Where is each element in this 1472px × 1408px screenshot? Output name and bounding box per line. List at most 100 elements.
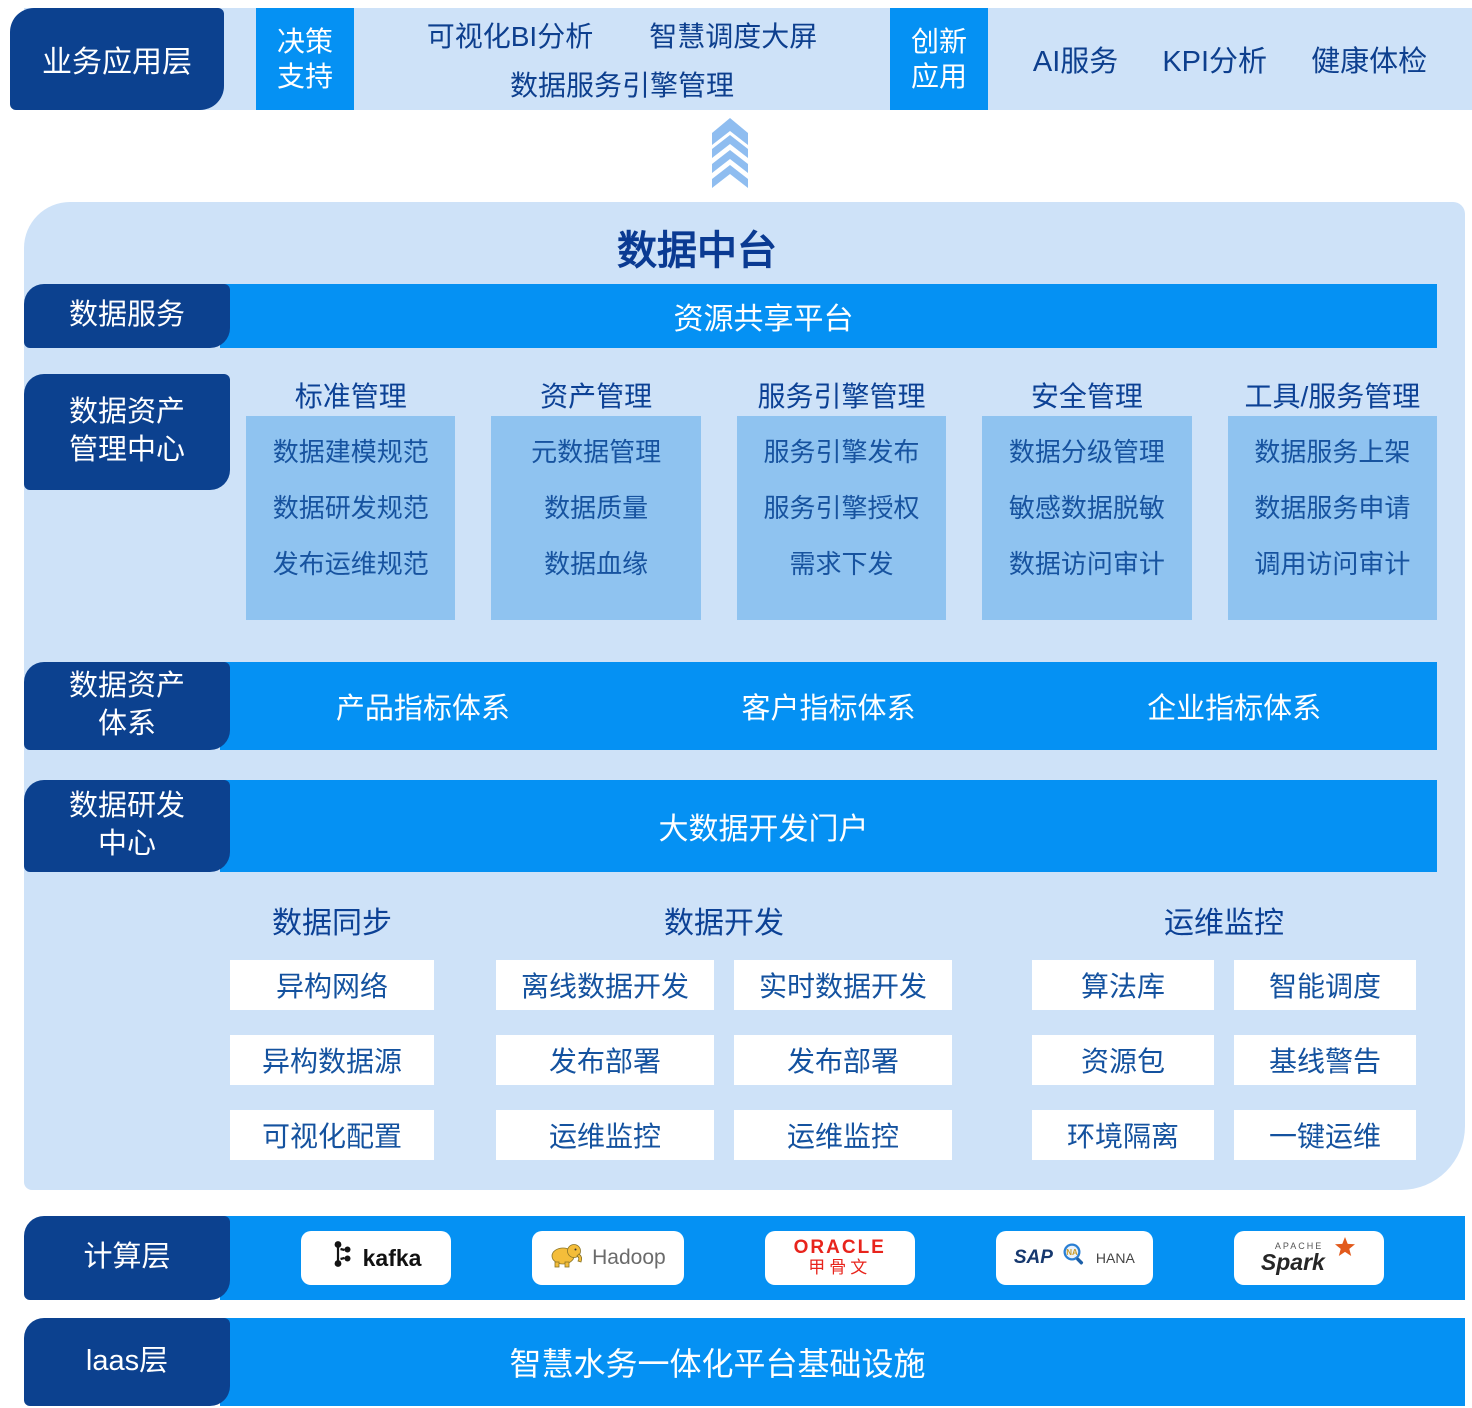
decision-item-dashboard: 智慧调度大屏: [649, 20, 818, 52]
bar-indicator-systems: 产品指标体系 客户指标体系 企业指标体系: [220, 662, 1437, 750]
spark-logo-text: Spark: [1260, 1249, 1325, 1275]
bar-compute-logos: kafka Hadoop ORACLE 甲: [220, 1216, 1465, 1300]
innovation-item-health: 健康体检: [1311, 46, 1428, 78]
magnifier-icon: NA: [1061, 1241, 1088, 1276]
column-box: 数据建模规范 数据研发规范 发布运维规范: [246, 416, 456, 620]
decision-item-engine: 数据服务引擎管理: [509, 69, 734, 101]
column-item: 发布运维规范: [272, 549, 429, 579]
dev-item: 可视化配置: [230, 1110, 434, 1160]
business-layer-strip: 业务应用层 决策 支持 可视化BI分析 智慧调度大屏 数据服务引擎管理 创新 应…: [10, 8, 1472, 110]
innovation-item-ai: AI服务: [1032, 46, 1119, 78]
group-header: 数据开发: [664, 907, 784, 940]
group-ops-monitor: 运维监控 算法库 资源包 环境隔离 智能调度 基线警告 一键运维: [1032, 898, 1416, 1160]
column-item: 数据访问审计: [1008, 549, 1165, 579]
spark-star-icon: [1333, 1234, 1357, 1268]
oracle-logo-text: ORACLE: [793, 1237, 886, 1259]
column-item: 数据建模规范: [272, 437, 429, 467]
row-asset-system: 数据资产 体系 产品指标体系 客户指标体系 企业指标体系: [24, 662, 1465, 750]
tag-decision-line1: 决策: [276, 26, 333, 57]
tag-decision-line2: 支持: [276, 61, 333, 92]
column-item: 数据质量: [544, 493, 649, 523]
asset-center-label-line2: 管理中心: [68, 434, 185, 466]
column-header: 工具/服务管理: [1244, 381, 1421, 412]
dev-item: 运维监控: [496, 1110, 714, 1160]
row-label-dev-center: 数据研发 中心: [24, 780, 230, 872]
bar-resource-sharing: 资源共享平台: [220, 284, 1437, 348]
decision-items: 可视化BI分析 智慧调度大屏 数据服务引擎管理: [354, 15, 890, 104]
oracle-logo-cn-text: 甲骨文: [808, 1258, 872, 1278]
dev-center-label-line2: 中心: [97, 828, 156, 860]
column-item: 服务引擎发布: [763, 437, 920, 467]
tag-innovation-line2: 应用: [910, 61, 967, 92]
row-label-asset-center: 数据资产 管理中心: [24, 374, 230, 490]
dev-center-label-line1: 数据研发: [68, 790, 185, 823]
kafka-logo-text: kafka: [362, 1244, 422, 1271]
asset-system-label-line1: 数据资产: [68, 670, 185, 703]
dev-item: 资源包: [1032, 1035, 1214, 1085]
layer-label-business: 业务应用层: [10, 8, 224, 110]
hadoop-logo-chip: Hadoop: [532, 1231, 684, 1285]
kafka-icon: [331, 1240, 355, 1276]
row-iaas-layer: laas层 智慧水务一体化平台基础设施: [24, 1318, 1465, 1406]
column-header: 标准管理: [294, 381, 407, 412]
group-data-dev: 数据开发 离线数据开发 发布部署 运维监控 实时数据开发 发布部署 运维监控: [496, 898, 952, 1160]
indicator-item-product: 产品指标体系: [335, 693, 510, 725]
column-box: 服务引擎发布 服务引擎授权 需求下发: [736, 416, 947, 620]
svg-text:NA: NA: [1066, 1248, 1078, 1257]
dev-item: 算法库: [1032, 960, 1214, 1010]
group-header: 运维监控: [1164, 907, 1284, 940]
tag-innovation-line1: 创新: [910, 26, 967, 57]
column-header: 服务引擎管理: [757, 381, 926, 412]
hadoop-logo-text: Hadoop: [592, 1246, 666, 1269]
column-item: 数据研发规范: [272, 493, 429, 523]
innovation-items: AI服务 KPI分析 健康体检: [988, 38, 1472, 80]
dev-item: 一键运维: [1234, 1110, 1416, 1160]
column-box: 数据服务上架 数据服务申请 调用访问审计: [1227, 416, 1438, 620]
row-label-asset-system: 数据资产 体系: [24, 662, 230, 750]
up-arrow-icon: [0, 118, 1472, 192]
platform-container: 数据中台 数据服务 资源共享平台 数据资产 管理中心 标准管理 数据建模规范 数…: [24, 202, 1465, 1190]
dev-item: 环境隔离: [1032, 1110, 1214, 1160]
platform-title: 数据中台: [617, 229, 777, 273]
dev-item: 基线警告: [1234, 1035, 1416, 1085]
row-dev-center: 数据研发 中心 大数据开发门户: [24, 780, 1465, 872]
dev-item: 智能调度: [1234, 960, 1416, 1010]
section-dev-groups: 数据同步 异构网络 异构数据源 可视化配置 数据开发 离线数据开发 发布部署 运…: [230, 898, 1437, 1160]
column-item: 调用访问审计: [1254, 549, 1411, 579]
column-box: 元数据管理 数据质量 数据血缘: [491, 416, 701, 620]
spark-logo-chip: APACHE Spark: [1233, 1231, 1384, 1285]
dev-item: 发布部署: [496, 1035, 714, 1085]
column-standard-management: 标准管理 数据建模规范 数据研发规范 发布运维规范: [246, 374, 456, 620]
column-tool-service-management: 工具/服务管理 数据服务上架 数据服务申请 调用访问审计: [1227, 374, 1438, 620]
indicator-item-enterprise: 企业指标体系: [1147, 693, 1322, 725]
row-data-service: 数据服务 资源共享平台: [24, 284, 1465, 348]
bar-iaas-infrastructure: 智慧水务一体化平台基础设施: [220, 1318, 1465, 1406]
sap-logo-text: SAP: [1013, 1247, 1053, 1268]
tag-decision-support: 决策 支持: [256, 8, 354, 110]
group-header: 数据同步: [272, 907, 392, 940]
column-item: 数据血缘: [544, 549, 649, 579]
row-label-compute-layer: 计算层: [24, 1216, 230, 1300]
decision-item-bi: 可视化BI分析: [426, 20, 594, 52]
column-item: 元数据管理: [531, 437, 662, 467]
kafka-logo-chip: kafka: [301, 1231, 452, 1285]
column-item: 服务引擎授权: [763, 493, 920, 523]
column-item: 数据分级管理: [1008, 437, 1165, 467]
column-box: 数据分级管理 敏感数据脱敏 数据访问审计: [982, 416, 1192, 620]
asset-center-label-line1: 数据资产: [68, 396, 185, 429]
innovation-item-kpi: KPI分析: [1162, 46, 1268, 78]
column-header: 安全管理: [1030, 381, 1143, 412]
asset-system-label-line2: 体系: [97, 708, 156, 740]
column-header: 资产管理: [540, 381, 653, 412]
column-security-management: 安全管理 数据分级管理 敏感数据脱敏 数据访问审计: [982, 374, 1192, 620]
row-label-data-service: 数据服务: [24, 284, 230, 348]
row-compute-layer: 计算层 kafka: [24, 1216, 1465, 1300]
bar-bigdata-portal: 大数据开发门户: [220, 780, 1437, 872]
column-item: 敏感数据脱敏: [1008, 493, 1165, 523]
dev-item: 运维监控: [734, 1110, 952, 1160]
column-item: 数据服务申请: [1254, 493, 1411, 523]
column-service-engine: 服务引擎管理 服务引擎发布 服务引擎授权 需求下发: [736, 374, 947, 620]
oracle-logo-chip: ORACLE 甲骨文: [764, 1231, 915, 1285]
column-asset-management: 资产管理 元数据管理 数据质量 数据血缘: [491, 374, 701, 620]
indicator-item-customer: 客户指标体系: [741, 693, 916, 725]
